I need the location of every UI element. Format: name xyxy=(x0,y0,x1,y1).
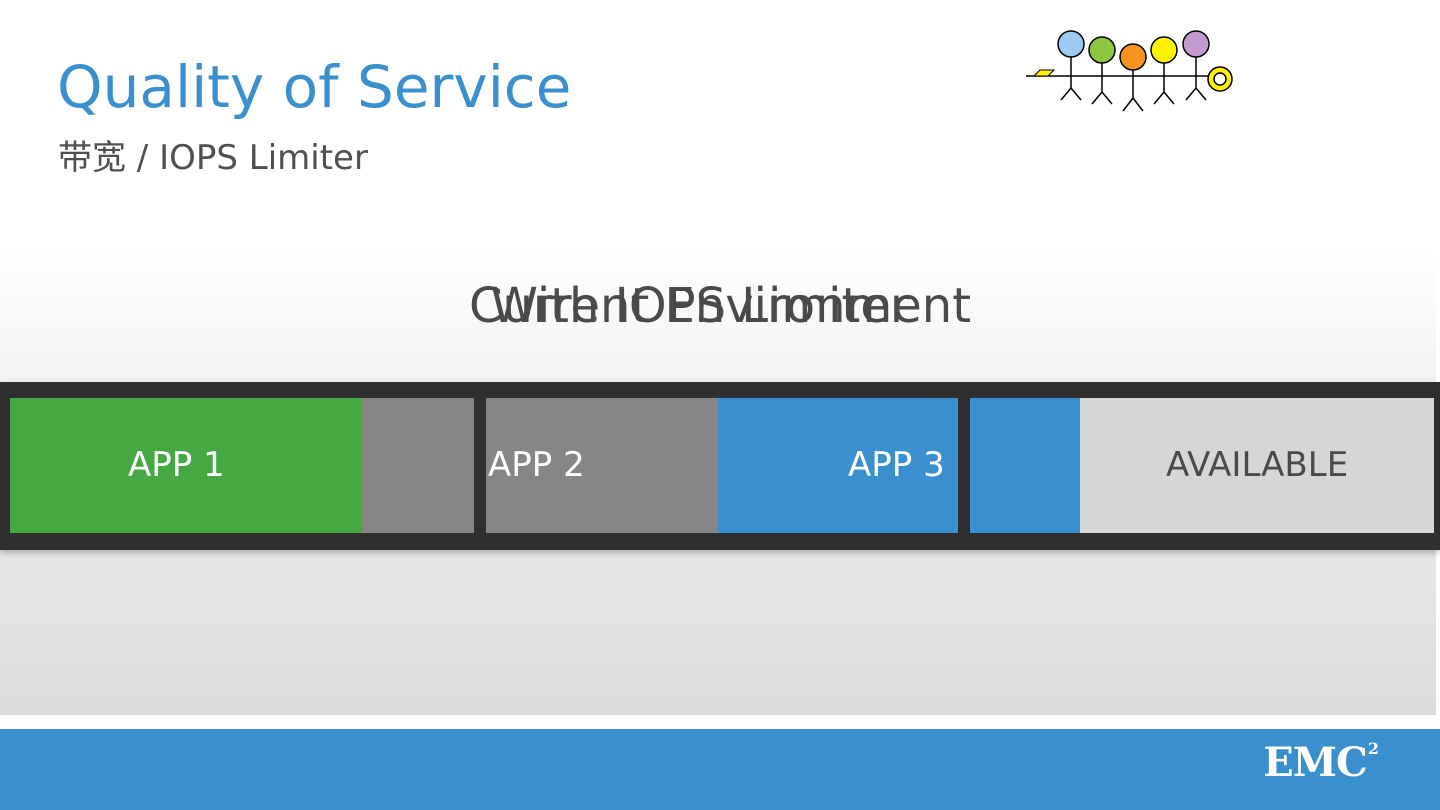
limiter-divider-1 xyxy=(474,396,486,535)
limiter-divider-2 xyxy=(958,396,970,535)
segment-label-available: AVAILABLE xyxy=(1166,445,1349,485)
slide-subtitle: 带宽 / IOPS Limiter xyxy=(58,138,368,178)
segment-label-app3: APP 3 xyxy=(848,445,945,485)
segment-label-app1: APP 1 xyxy=(128,445,225,485)
brand-superscript: 2 xyxy=(1367,739,1379,758)
people-team-logo-icon xyxy=(1026,30,1233,112)
heading-with-iops-limiter: With IOPS Limiter xyxy=(490,278,910,334)
segment-app2 xyxy=(486,398,718,533)
brand-text: EMC xyxy=(1263,739,1368,786)
emc-logo: EMC2 xyxy=(1263,739,1379,786)
heading-overlap: Current Environment With IOPS Limiter xyxy=(0,276,1440,336)
segment-app3 xyxy=(718,398,958,533)
slide-title: Quality of Service xyxy=(57,53,572,121)
segment-app3-overflow xyxy=(970,398,1080,533)
footer-bar: EMC2 xyxy=(0,729,1440,810)
segment-app1 xyxy=(10,398,362,533)
segment-label-app2: APP 2 xyxy=(488,445,585,485)
segment-app1-overflow xyxy=(362,398,474,533)
segment-available xyxy=(1080,398,1434,533)
heading-current-environment: Current Environment xyxy=(468,278,972,334)
